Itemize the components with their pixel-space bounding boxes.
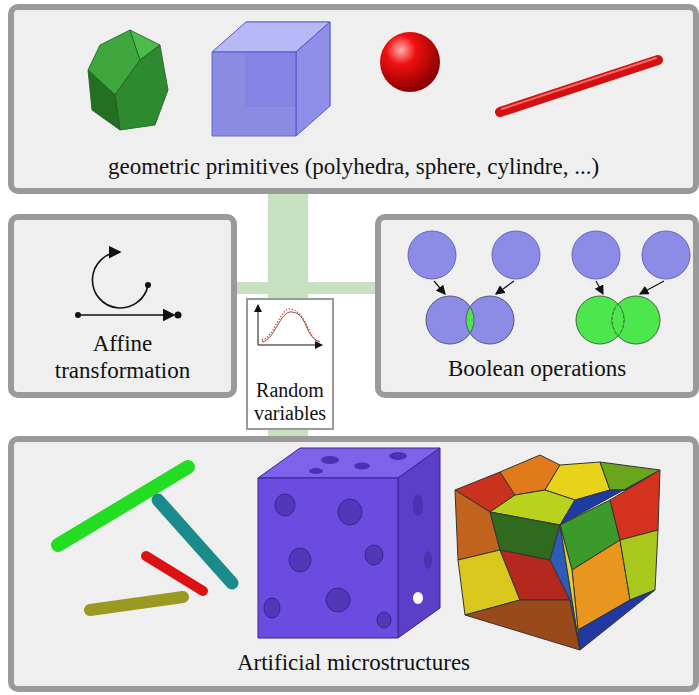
porous-cube	[258, 448, 440, 638]
panel-ground	[8, 436, 699, 692]
panel-label: Affine transformation	[48, 331, 198, 384]
sphere-primitive	[380, 32, 440, 92]
translation-symbol	[75, 312, 182, 319]
boolean-circles	[466, 296, 514, 344]
distribution-chart	[258, 345, 322, 346]
porous-cube	[365, 545, 383, 565]
cube-primitive	[212, 52, 296, 136]
boolean-circles	[496, 281, 514, 294]
boolean-circles	[408, 231, 456, 279]
sphere-primitive	[380, 32, 440, 92]
boolean-circles	[408, 231, 690, 344]
panel-label: Random variables	[250, 379, 330, 425]
distribution-chart	[258, 305, 259, 345]
polyhedron	[88, 70, 120, 130]
panel-box: Random variables	[246, 298, 334, 430]
panel-ground	[246, 298, 330, 430]
rotation-symbol	[92, 252, 151, 308]
porous-cube	[321, 456, 339, 464]
fiber-cylinders	[146, 556, 203, 591]
porous-cube	[424, 551, 432, 569]
panel-label: Boolean operations	[448, 356, 626, 382]
panel-box: Artificial microstructures	[8, 436, 699, 692]
translation-symbol	[78, 314, 174, 316]
panel-box: Affine transformation	[8, 214, 237, 398]
panel-ground	[8, 4, 699, 692]
fiber-cylinders	[90, 597, 183, 610]
boolean-circles	[642, 231, 690, 279]
polyhedron	[115, 45, 168, 130]
boolean-circles	[434, 281, 445, 294]
cylinder-primitive	[500, 58, 658, 112]
porous-cube	[398, 448, 440, 638]
panel-label: geometric primitives (polyhedra, sphere,…	[108, 154, 599, 180]
panel-box: Boolean operations	[375, 214, 699, 398]
polycrystal-cube	[610, 470, 660, 540]
panel-ground	[375, 214, 699, 398]
polycrystal-cube	[465, 600, 580, 650]
panel-box: geometric primitives (polyhedra, sphere,…	[8, 4, 699, 194]
polycrystal-cube	[455, 455, 660, 650]
cylinder-primitive	[500, 60, 658, 112]
porous-cube	[413, 494, 423, 516]
panel-label: Artificial microstructures	[237, 650, 470, 676]
translation-symbol	[175, 312, 182, 319]
panel-ground	[8, 4, 699, 194]
porous-cube	[264, 598, 280, 618]
boolean-circles	[466, 296, 514, 344]
boolean-circles	[466, 296, 514, 344]
rotation-symbol	[145, 282, 151, 288]
distribution-chart	[262, 312, 320, 342]
porous-cube	[326, 588, 350, 612]
polycrystal-cube	[578, 590, 655, 650]
porous-cube	[377, 612, 391, 628]
boolean-circles	[576, 296, 624, 344]
porous-cube	[275, 494, 295, 516]
boolean-circles	[576, 296, 624, 344]
porous-cube	[258, 478, 398, 638]
porous-cube	[389, 452, 407, 460]
boolean-circles	[572, 231, 620, 279]
polyhedron	[88, 30, 168, 130]
cube-primitive	[212, 22, 330, 136]
distribution-chart	[258, 305, 322, 345]
porous-cube	[309, 468, 323, 474]
boolean-circles	[576, 296, 624, 344]
polycrystal-cube	[620, 530, 658, 600]
boolean-circles	[640, 281, 664, 294]
cylinder-primitive	[502, 58, 656, 109]
rotation-symbol	[92, 252, 148, 308]
polycrystal-cube	[560, 525, 580, 650]
boolean-circles	[492, 231, 540, 279]
porous-cube	[354, 463, 370, 470]
porous-cube	[289, 548, 311, 572]
boolean-circles	[576, 296, 624, 344]
porous-cube	[413, 592, 423, 604]
boolean-circles	[426, 296, 474, 344]
panel-ground	[8, 214, 237, 398]
fiber-cylinders	[58, 467, 232, 610]
translation-symbol	[75, 312, 81, 318]
boolean-circles	[612, 296, 660, 344]
distribution-chart	[262, 309, 320, 341]
porous-cube	[338, 499, 362, 525]
cube-primitive	[296, 22, 330, 136]
boolean-circles	[596, 281, 603, 294]
